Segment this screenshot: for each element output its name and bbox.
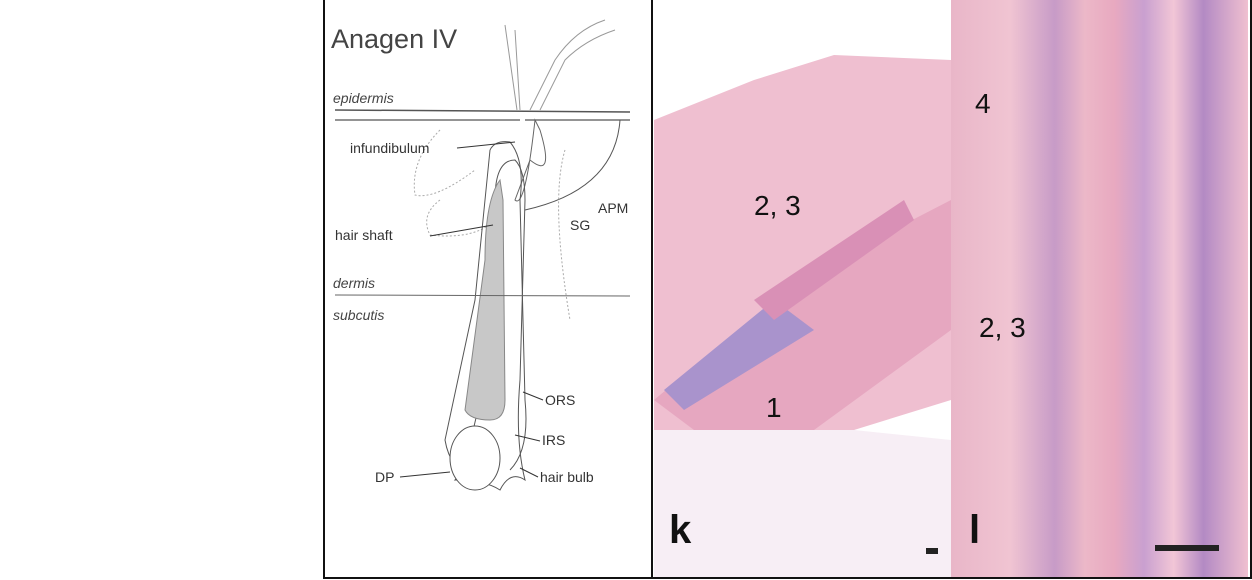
hair-follicle-diagram: Anagen IV epidermis dermis subcutis infu… (331, 19, 631, 491)
histology-panel-k: 2, 3 1 k (654, 0, 951, 577)
panel-label-l: l (969, 508, 981, 552)
layer-epidermis: epidermis (333, 90, 394, 106)
label-hair-shaft: hair shaft (335, 227, 393, 243)
annotation-k-2-3: 2, 3 (754, 190, 801, 221)
figure-frame (323, 0, 1252, 579)
label-irs: IRS (542, 432, 565, 448)
layer-subcutis: subcutis (333, 307, 384, 323)
histology-image-k (654, 55, 951, 577)
scale-bar-k (926, 548, 938, 554)
label-hair-bulb: hair bulb (540, 469, 594, 485)
label-ors: ORS (545, 392, 575, 408)
diagram-title: Anagen IV (331, 24, 457, 54)
layer-dermis: dermis (333, 275, 375, 291)
annotation-l-4: 4 (975, 88, 991, 119)
panel-divider (651, 0, 653, 579)
scale-bar-l (1155, 545, 1219, 551)
label-infundibulum: infundibulum (350, 140, 429, 156)
panel-label-k: k (669, 508, 692, 552)
histology-panel-l: 4 2, 3 l (951, 0, 1248, 577)
label-sg: SG (570, 217, 590, 233)
annotation-l-2-3: 2, 3 (979, 312, 1026, 343)
label-apm: APM (598, 200, 628, 216)
annotation-k-1: 1 (766, 392, 782, 423)
label-dp: DP (375, 469, 394, 485)
